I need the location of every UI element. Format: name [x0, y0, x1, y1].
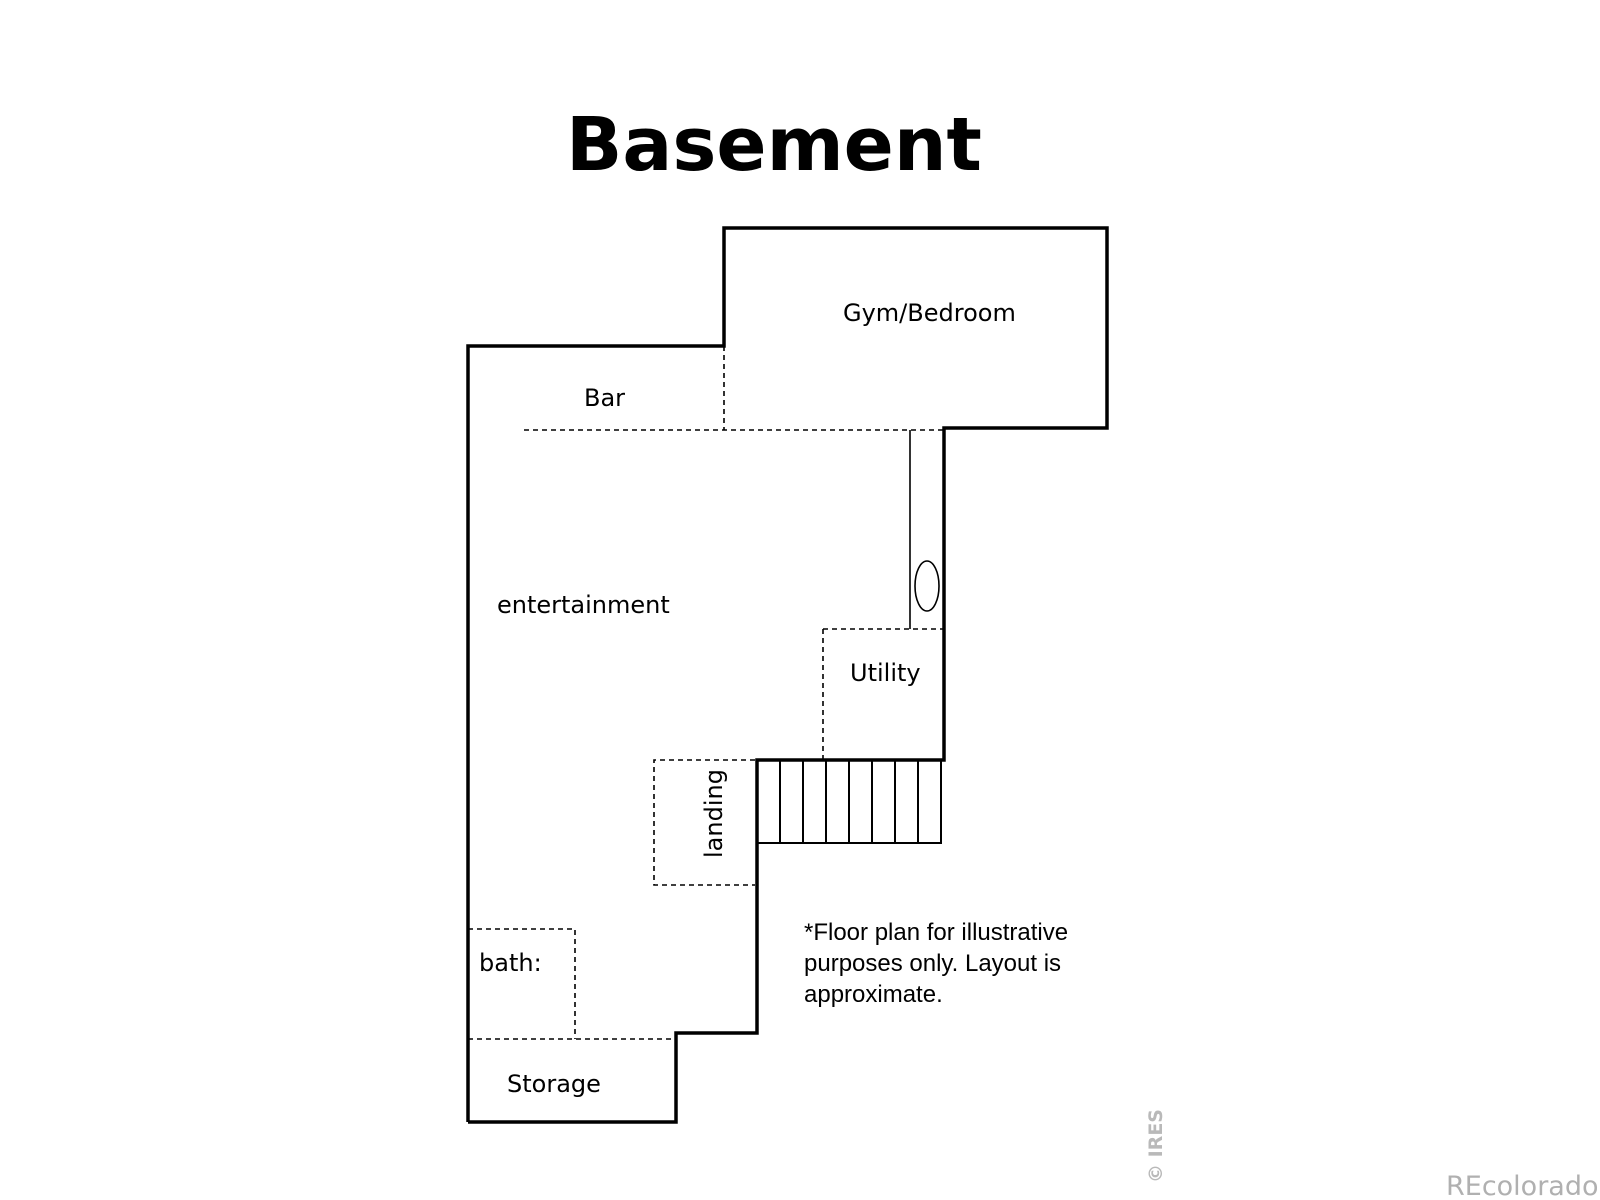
room-label-gym-bedroom: Gym/Bedroom: [843, 299, 1016, 327]
room-label-bar: Bar: [584, 384, 625, 412]
room-label-landing: landing: [700, 769, 728, 858]
water-heater: [914, 560, 940, 612]
landing-outline: [653, 759, 755, 886]
copyright-ires: © IRES: [1145, 1109, 1167, 1183]
bath-outline: [468, 928, 576, 1039]
room-label-entertainment: entertainment: [497, 591, 670, 619]
outer-wall: [466, 226, 1109, 1124]
room-label-bath: bath:: [479, 949, 542, 977]
room-label-utility: Utility: [850, 659, 921, 687]
disclaimer-line-1: *Floor plan for illustrative: [804, 919, 1068, 946]
staircase: [756, 759, 942, 844]
disclaimer-line-2: purposes only. Layout is: [804, 950, 1061, 977]
plan-title: Basement: [566, 102, 982, 188]
recolorado-watermark: REcolorado: [1446, 1171, 1599, 1200]
disclaimer-line-3: approximate.: [804, 981, 943, 1008]
room-label-storage: Storage: [507, 1070, 601, 1098]
